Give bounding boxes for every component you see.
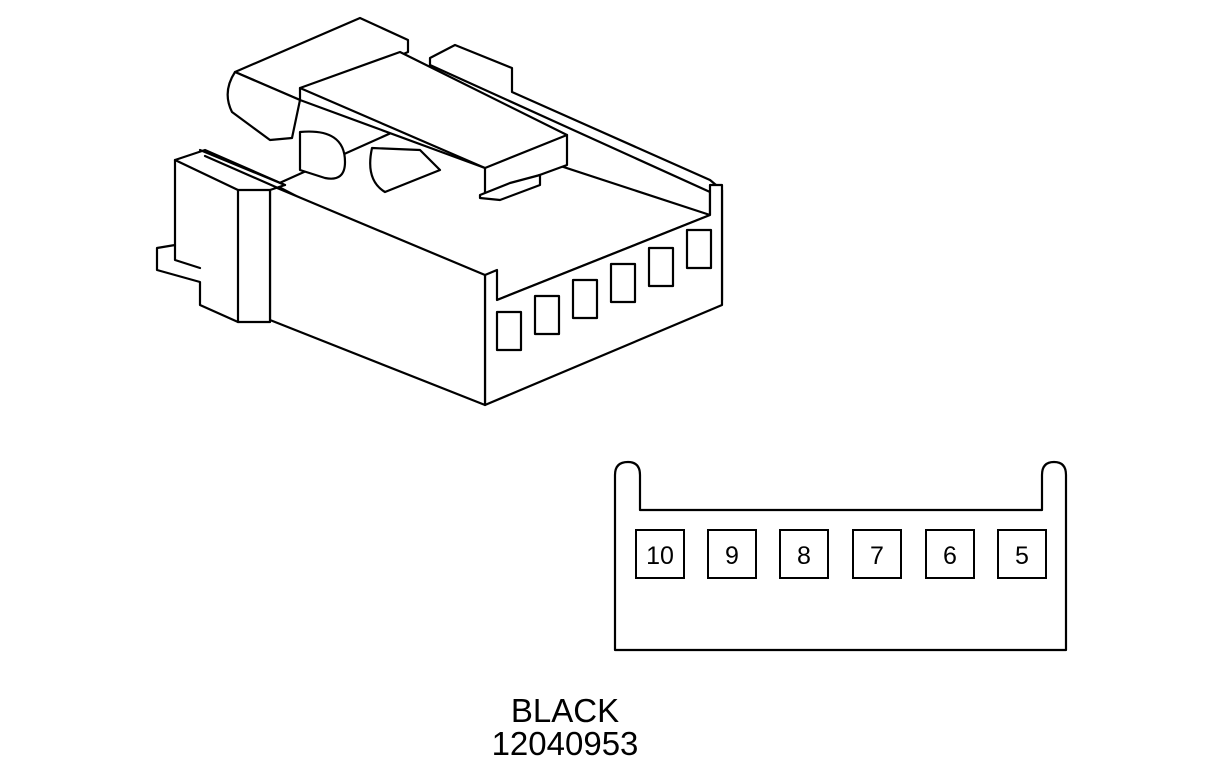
cavity-6 <box>685 228 713 270</box>
pin-7-label: 7 <box>870 542 884 570</box>
connector-right-face <box>483 183 724 407</box>
connector-end-block <box>155 148 287 324</box>
cavity-4 <box>609 262 637 304</box>
cavity-3 <box>571 278 599 320</box>
end-block-hatch-2 <box>203 154 280 190</box>
pin-8: 8 <box>779 529 829 579</box>
end-block-hatch-1 <box>198 148 287 187</box>
latch-lever-catch <box>478 173 542 202</box>
pin-10: 10 <box>635 529 685 579</box>
pin-8-label: 8 <box>797 542 811 570</box>
pin-6: 6 <box>925 529 975 579</box>
connector-isometric-view <box>155 16 724 407</box>
end-block-tab <box>173 243 202 270</box>
connector-face-view: 10 9 8 7 6 5 <box>613 460 1068 652</box>
pin-7: 7 <box>852 529 902 579</box>
cavity-5 <box>647 246 675 288</box>
cavity-2 <box>533 294 561 336</box>
connector-inner-post-left <box>298 130 347 180</box>
pin-9-label: 9 <box>725 542 739 570</box>
latch-lever-grip <box>226 70 302 142</box>
connector-part-number: 12040953 <box>492 725 639 762</box>
pin-9: 9 <box>707 529 757 579</box>
cavity-1 <box>495 310 523 352</box>
pin-6-label: 6 <box>943 542 957 570</box>
end-block-top-edge <box>173 158 272 192</box>
face-view-outline <box>613 460 1068 652</box>
latch-lever-ridge <box>298 86 569 170</box>
connector-inner-post-right <box>369 146 442 194</box>
pin-5-label: 5 <box>1015 542 1029 570</box>
pin-5: 5 <box>997 529 1047 579</box>
pin-10-label: 10 <box>646 542 674 570</box>
connector-color-label: BLACK <box>511 692 619 729</box>
